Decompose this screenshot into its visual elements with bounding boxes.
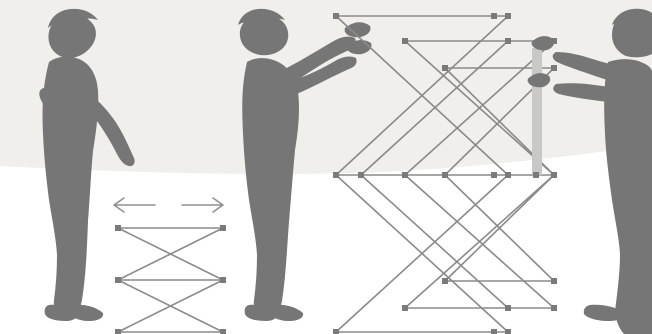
center-lift-diagonal bbox=[335, 174, 509, 333]
center-figure-arm-upper bbox=[276, 36, 356, 83]
center-lift-diagonal bbox=[404, 174, 555, 309]
left-lift-joint bbox=[220, 225, 226, 231]
center-figure-hand-upper bbox=[344, 22, 371, 38]
right-figure-shoe-left bbox=[583, 304, 626, 321]
center-lift-joint bbox=[402, 38, 408, 44]
left-figure bbox=[39, 8, 135, 321]
center-lift-diagonal bbox=[335, 15, 509, 176]
center-lift-joint bbox=[551, 38, 557, 44]
center-lift-joint bbox=[402, 172, 408, 178]
center-lift-joint bbox=[551, 278, 557, 284]
left-lift-joint bbox=[115, 329, 121, 334]
center-lift-joint bbox=[491, 13, 497, 19]
left-figure-right-arm bbox=[88, 94, 135, 167]
right-arrow bbox=[181, 197, 224, 213]
left-figure-hair bbox=[48, 8, 98, 29]
center-lift-joint bbox=[505, 172, 511, 178]
center-lift-joint bbox=[533, 172, 539, 178]
background-band bbox=[0, 0, 652, 175]
center-lift-joint bbox=[505, 329, 511, 334]
left-lift-joint bbox=[220, 277, 226, 283]
center-lift-joint bbox=[505, 13, 511, 19]
center-lift-joint bbox=[333, 329, 339, 334]
left-lift-joint bbox=[220, 329, 226, 334]
center-scissor-lift bbox=[333, 13, 557, 334]
left-lift-joint bbox=[115, 225, 121, 231]
left-lift-x-1b bbox=[117, 227, 224, 281]
left-arrows bbox=[113, 197, 224, 213]
left-lift-joint bbox=[115, 277, 121, 283]
center-lift-diagonal bbox=[404, 40, 555, 176]
center-lift-joint bbox=[551, 65, 557, 71]
left-lift-x-2b bbox=[117, 279, 224, 333]
center-figure-body bbox=[242, 58, 299, 318]
center-lift-joint bbox=[333, 172, 339, 178]
right-figure-hand-lower bbox=[527, 73, 551, 88]
right-figure-hair bbox=[612, 8, 652, 25]
right-figure-arm-lower bbox=[553, 83, 652, 104]
left-figure-shoe-left bbox=[44, 304, 78, 321]
center-figure-shoe-right bbox=[269, 304, 304, 321]
right-figure-body bbox=[604, 59, 652, 334]
center-figure-hair bbox=[238, 8, 285, 26]
right-figure-arm-upper bbox=[552, 52, 652, 89]
center-lift-diagonal bbox=[444, 174, 555, 282]
center-lift-joint bbox=[491, 172, 497, 178]
left-figure-left-arm bbox=[39, 88, 71, 138]
center-lift-guide-rail bbox=[532, 48, 542, 175]
right-figure bbox=[527, 8, 652, 334]
right-figure-shoe-right bbox=[616, 304, 652, 322]
left-figure-shoe-right bbox=[69, 304, 104, 321]
center-lift-joint bbox=[505, 38, 511, 44]
center-lift-joint bbox=[551, 172, 557, 178]
center-lift-joint bbox=[442, 172, 448, 178]
right-figure-hand-upper bbox=[531, 36, 555, 51]
center-lift-joint bbox=[358, 172, 364, 178]
center-lift-joint bbox=[491, 329, 497, 334]
center-figure-head bbox=[239, 14, 289, 56]
center-lift-joint bbox=[442, 65, 448, 71]
center-lift-joint bbox=[442, 278, 448, 284]
right-figure-head bbox=[612, 13, 652, 58]
center-lift-joint bbox=[551, 305, 557, 311]
center-figure-arm-lower bbox=[276, 56, 357, 97]
center-figure bbox=[238, 8, 372, 321]
left-scissor-lift bbox=[115, 225, 226, 334]
center-figure-shoe-left bbox=[244, 304, 278, 321]
center-lift-joint bbox=[333, 13, 339, 19]
left-figure-head bbox=[48, 14, 96, 59]
center-lift-joint bbox=[402, 305, 408, 311]
left-arrow bbox=[113, 197, 156, 213]
center-lift-joint bbox=[505, 305, 511, 311]
